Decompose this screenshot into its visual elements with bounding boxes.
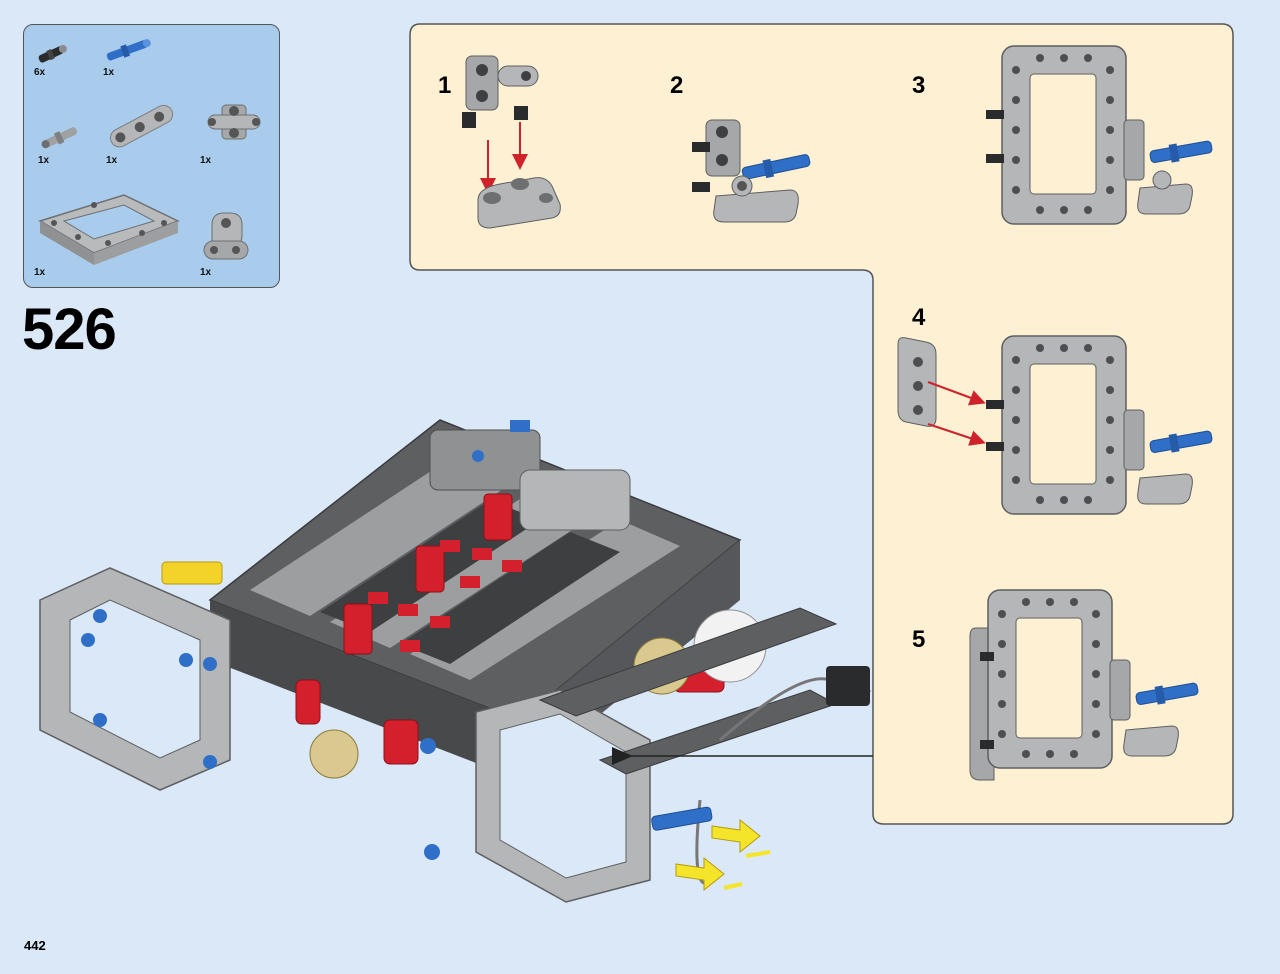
part-qty: 1x	[34, 267, 46, 278]
grey-triangle-beam-icon	[203, 212, 249, 260]
part-qty: 1x	[38, 155, 50, 166]
part-qty: 1x	[103, 67, 115, 78]
substep-1-drawing	[462, 55, 561, 229]
grey-frame-icon	[38, 194, 180, 265]
grey-beam-icon	[109, 104, 174, 148]
grey-connector-icon	[207, 104, 261, 140]
step-number: 526	[22, 297, 117, 362]
substep-3-drawing	[986, 45, 1213, 225]
substep-label-5: 5	[912, 626, 926, 653]
substep-2-drawing	[692, 119, 811, 223]
part-qty: 1x	[200, 267, 212, 278]
substep-5-drawing	[969, 589, 1199, 781]
substep-label-2: 2	[670, 72, 684, 99]
substep-label-3: 3	[912, 72, 926, 99]
blue-axle-pin-icon	[106, 39, 151, 61]
parts-list-box: 6x 1x 1x 1x 1x	[23, 24, 280, 288]
part-qty: 6x	[34, 67, 46, 78]
part-qty: 1x	[106, 155, 118, 166]
black-pin-icon	[38, 44, 67, 63]
grey-axle-pin-icon	[41, 127, 78, 149]
part-qty: 1x	[200, 155, 212, 166]
main-model-drawing	[39, 419, 872, 903]
page-number: 442	[24, 938, 46, 953]
substep-label-4: 4	[912, 304, 926, 331]
substep-label-1: 1	[438, 72, 452, 99]
substep-4-drawing	[897, 335, 1213, 515]
